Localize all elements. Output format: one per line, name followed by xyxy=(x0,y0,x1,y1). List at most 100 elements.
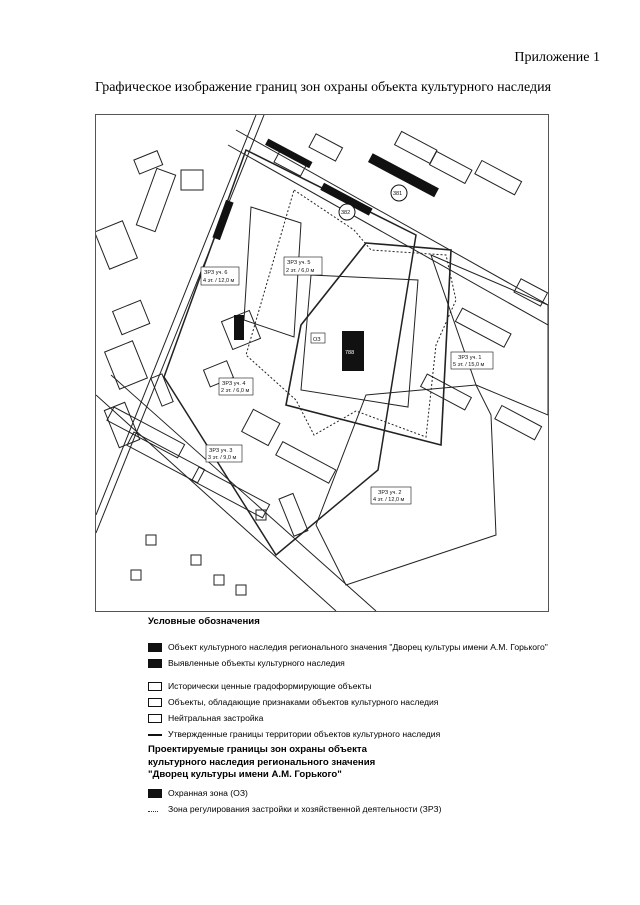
legend-zone-text: Зона регулирования застройки и хозяйстве… xyxy=(168,803,442,814)
zrz-zone-outline xyxy=(245,189,457,438)
legend: Условные обозначения Объект культурного … xyxy=(148,616,588,819)
heritage-object xyxy=(265,138,313,169)
legend-item: Утвержденные границы территории объектов… xyxy=(148,729,588,740)
building xyxy=(103,401,141,449)
building xyxy=(130,569,142,581)
legend-item-text: Нейтральная застройка xyxy=(168,712,264,723)
zrz1-label-box xyxy=(450,351,494,370)
object-788-label: 788 xyxy=(345,350,354,356)
zrz5-label-line1: ЗРЗ уч. 5 xyxy=(287,260,310,266)
legend-swatch-black xyxy=(148,658,162,668)
oz-label: ОЗ xyxy=(313,337,321,343)
heritage-object xyxy=(212,199,234,241)
territory-boundary xyxy=(163,148,417,557)
legend-item-text: Утвержденные границы территории объектов… xyxy=(168,728,441,739)
legend-swatch-white xyxy=(148,713,162,723)
building xyxy=(275,441,337,484)
building xyxy=(308,133,344,162)
building xyxy=(240,408,281,447)
legend-item-text: Объекты, обладающие признаками объектов … xyxy=(168,697,439,708)
legend-swatch-white xyxy=(148,698,162,708)
street-line xyxy=(110,374,377,611)
building-zrz5 xyxy=(243,206,302,338)
legend-item: Объекты, обладающие признаками объектов … xyxy=(148,697,588,708)
legend-item-text: Выявленные объекты культурного наследия xyxy=(168,657,345,668)
legend-swatch-line xyxy=(148,733,162,736)
street-line xyxy=(227,144,548,326)
heritage-object-788 xyxy=(342,331,364,371)
appendix-label: Приложение 1 xyxy=(514,50,600,65)
heritage-object-382 xyxy=(320,182,373,216)
object-382-label: 382 xyxy=(341,210,350,216)
legend-item-text: Исторически ценные градоформирующие объе… xyxy=(168,681,372,692)
legend-item: Выявленные объекты культурного наследия xyxy=(148,658,588,669)
legend-swatch-dash xyxy=(148,810,158,812)
building xyxy=(126,431,206,484)
zrz6-label-line2: 4 эт. / 12,0 м xyxy=(203,278,235,284)
zrz6-label-line1: ЗРЗ уч. 6 xyxy=(204,270,227,276)
street-line xyxy=(235,129,548,306)
zrz-zone-1 xyxy=(430,254,548,416)
zrz1-label-line2: 5 эт. / 15,0 м xyxy=(453,362,485,368)
zrz4-label-line1: ЗРЗ уч. 4 xyxy=(222,381,245,387)
building xyxy=(255,509,267,521)
building xyxy=(428,150,473,185)
building xyxy=(96,220,139,270)
zrz3-label-line1: ЗРЗ уч. 3 xyxy=(209,448,232,454)
heritage-object xyxy=(234,315,244,340)
building xyxy=(190,554,202,566)
object-381-label: 381 xyxy=(393,191,402,197)
legend-item-text: Объект культурного наследия региональног… xyxy=(168,641,548,652)
legend-zone-item: Охранная зона (ОЗ) xyxy=(148,788,588,799)
zrz3-label-line2: 3 эт. / 9,0 м xyxy=(208,455,236,461)
legend-item: Исторически ценные градоформирующие объе… xyxy=(148,681,588,692)
building xyxy=(513,278,548,307)
zrz2-label-box xyxy=(370,486,412,505)
zrz5-label-box xyxy=(283,256,323,276)
building xyxy=(393,130,438,165)
zrz-zone-2 xyxy=(315,384,497,586)
building xyxy=(111,299,151,336)
building xyxy=(494,404,543,441)
oz-label-box xyxy=(310,332,326,344)
legend-zone-item: Зона регулирования застройки и хозяйстве… xyxy=(148,804,588,815)
zrz6-label-box xyxy=(200,266,240,286)
legend-title: Условные обозначения xyxy=(148,616,260,627)
legend-swatch-white xyxy=(148,682,162,692)
legend-item: Объект культурного наследия региональног… xyxy=(148,642,588,653)
building xyxy=(454,307,512,348)
street-line xyxy=(96,115,265,534)
building xyxy=(103,340,149,390)
street-line xyxy=(96,115,257,516)
building xyxy=(419,373,473,411)
zones-title-line: "Дворец культуры имени А.М. Горького" xyxy=(148,769,342,781)
building xyxy=(145,534,157,546)
zrz2-label-line1: ЗРЗ уч. 2 xyxy=(378,490,401,496)
building xyxy=(180,169,204,191)
building xyxy=(235,584,247,596)
zrz5-label-line2: 2 эт. / 6,0 м xyxy=(286,268,314,274)
building xyxy=(135,167,177,233)
map-figure: ЗРЗ уч. 6 4 эт. / 12,0 м ЗРЗ уч. 5 2 эт.… xyxy=(95,114,549,612)
heritage-object-381 xyxy=(367,153,439,198)
legend-zone-text: Охранная зона (ОЗ) xyxy=(168,787,248,798)
oz-block xyxy=(285,242,452,447)
legend-item: Нейтральная застройка xyxy=(148,713,588,724)
page-title: Графическое изображение границ зон охран… xyxy=(95,80,552,95)
zrz1-label-line1: ЗРЗ уч. 1 xyxy=(458,355,481,361)
building xyxy=(133,150,164,175)
building xyxy=(278,492,309,537)
zones-title: Проектируемые границы зон охраны объекта… xyxy=(148,744,588,781)
zrz3-label-box xyxy=(205,444,243,463)
zones-title-line: Проектируемые границы зон охраны объекта xyxy=(148,744,367,756)
marker-circle xyxy=(390,184,408,202)
zrz4-label-box xyxy=(218,377,254,396)
inner-rect xyxy=(300,274,419,408)
building xyxy=(150,373,174,407)
legend-swatch-black xyxy=(148,788,162,798)
zones-title-line: культурного наследия регионального значе… xyxy=(148,756,376,768)
marker-circle xyxy=(338,203,356,221)
zrz2-label-line2: 4 эт. / 12,0 м xyxy=(373,497,405,503)
building xyxy=(474,159,523,196)
legend-swatch-black xyxy=(148,642,162,652)
